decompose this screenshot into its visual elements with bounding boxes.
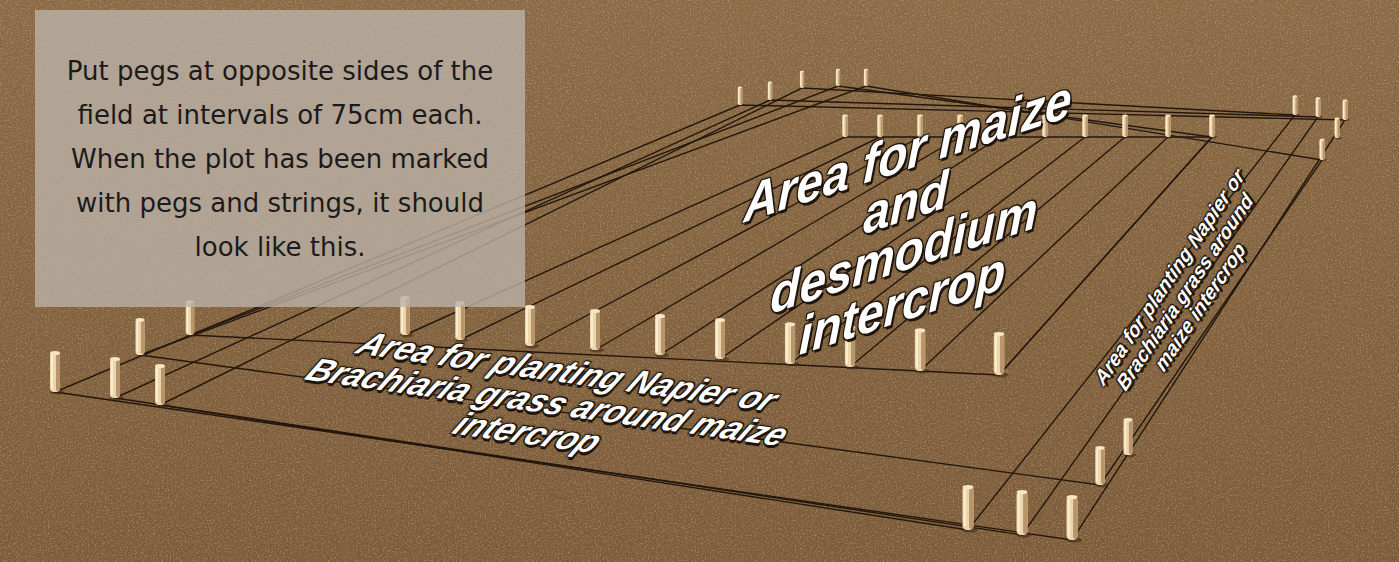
instruction-text: Put pegs at opposite sides of the field … [45,49,515,269]
peg [963,485,978,533]
peg [1122,114,1130,138]
peg [50,351,64,395]
peg [110,357,124,401]
peg [915,328,930,373]
peg [655,314,669,358]
peg [785,322,799,366]
peg [525,305,539,349]
peg [1017,490,1032,538]
peg [590,309,604,353]
peg [1293,95,1300,116]
peg [1335,118,1342,140]
peg [1124,418,1137,457]
peg [1343,100,1350,122]
peg [715,318,729,362]
peg [1165,114,1173,138]
peg [768,82,774,102]
peg [1095,446,1108,487]
peg [1316,97,1323,118]
peg [136,318,149,357]
peg [994,332,1009,378]
peg [455,301,468,342]
peg [800,71,806,89]
peg [738,87,744,107]
peg [836,69,842,87]
peg [1067,495,1082,543]
peg [1082,114,1090,138]
instruction-box: Put pegs at opposite sides of the field … [35,10,525,307]
peg [864,69,870,87]
peg [155,364,169,408]
peg [842,114,850,138]
peg [1209,114,1217,138]
peg [1319,139,1326,162]
